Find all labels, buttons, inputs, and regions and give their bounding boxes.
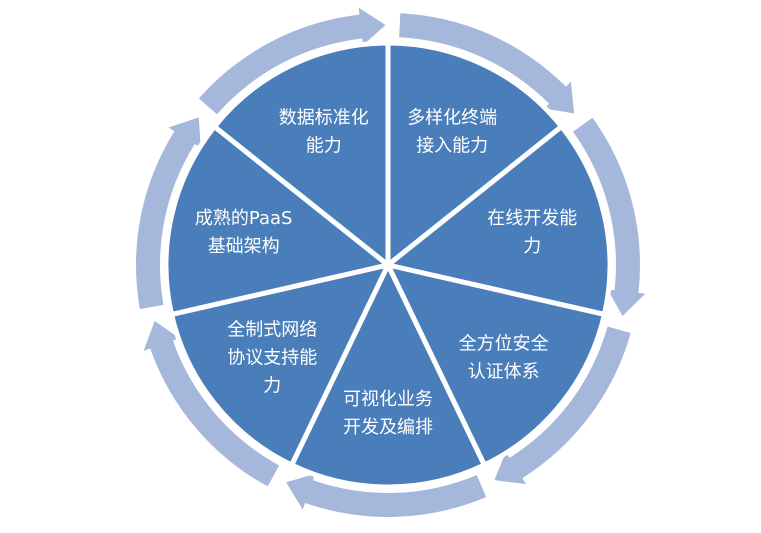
segment-label-4-line-1: 可视化业务 — [343, 389, 433, 410]
segment-label-6-line-1: 成熟的PaaS — [195, 208, 293, 229]
segment-label-7: 数据标准化能力 — [279, 108, 369, 157]
segment-label-2-line-1: 在线开发能 — [487, 208, 577, 229]
cycle-arrow-4 — [286, 473, 487, 517]
segment-label-7-line-1: 数据标准化 — [279, 108, 369, 129]
segment-slice-4 — [289, 262, 487, 490]
segment-slice-1 — [385, 40, 565, 268]
segment-label-4-line-2: 开发及编排 — [343, 417, 433, 438]
cycle-arrow-7 — [198, 7, 386, 115]
cycle-arrow-6 — [135, 117, 201, 310]
segment-label-5-line-2: 协议支持能 — [227, 347, 317, 368]
segment-slice-2 — [385, 124, 613, 317]
arrow-ring — [135, 7, 646, 517]
segment-slice-5 — [169, 262, 391, 468]
pie-slices — [163, 40, 613, 490]
segment-label-6-line-2: 基础架构 — [208, 236, 280, 257]
cycle-arrow-1 — [399, 13, 575, 114]
segment-slice-6 — [163, 124, 391, 317]
segment-slice-7 — [211, 40, 391, 268]
cycle-arrow-5 — [143, 320, 280, 487]
segment-label-5-line-3: 力 — [263, 375, 281, 396]
cycle-arrow-2 — [572, 117, 646, 316]
cycle-arrow-3 — [494, 326, 631, 485]
segment-label-5: 全制式网络协议支持能力 — [227, 319, 317, 396]
segment-slice-3 — [385, 262, 607, 468]
segment-label-1: 多样化终端接入能力 — [407, 108, 497, 157]
segment-label-3: 全方位安全认证体系 — [459, 333, 549, 382]
segment-label-1-line-1: 多样化终端 — [407, 108, 497, 129]
segment-label-2-line-2: 力 — [523, 236, 541, 257]
segment-labels: 多样化终端接入能力在线开发能力全方位安全认证体系可视化业务开发及编排全制式网络协… — [195, 108, 577, 438]
segment-label-7-line-2: 能力 — [306, 136, 342, 157]
segment-label-2: 在线开发能力 — [487, 208, 577, 257]
segment-label-3-line-1: 全方位安全 — [459, 333, 549, 354]
segment-label-1-line-2: 接入能力 — [416, 136, 488, 157]
segment-label-5-line-1: 全制式网络 — [227, 319, 317, 340]
segment-label-4: 可视化业务开发及编排 — [343, 389, 433, 438]
segment-label-3-line-2: 认证体系 — [468, 361, 540, 382]
segment-label-6: 成熟的PaaS 基础架构 — [195, 208, 293, 257]
